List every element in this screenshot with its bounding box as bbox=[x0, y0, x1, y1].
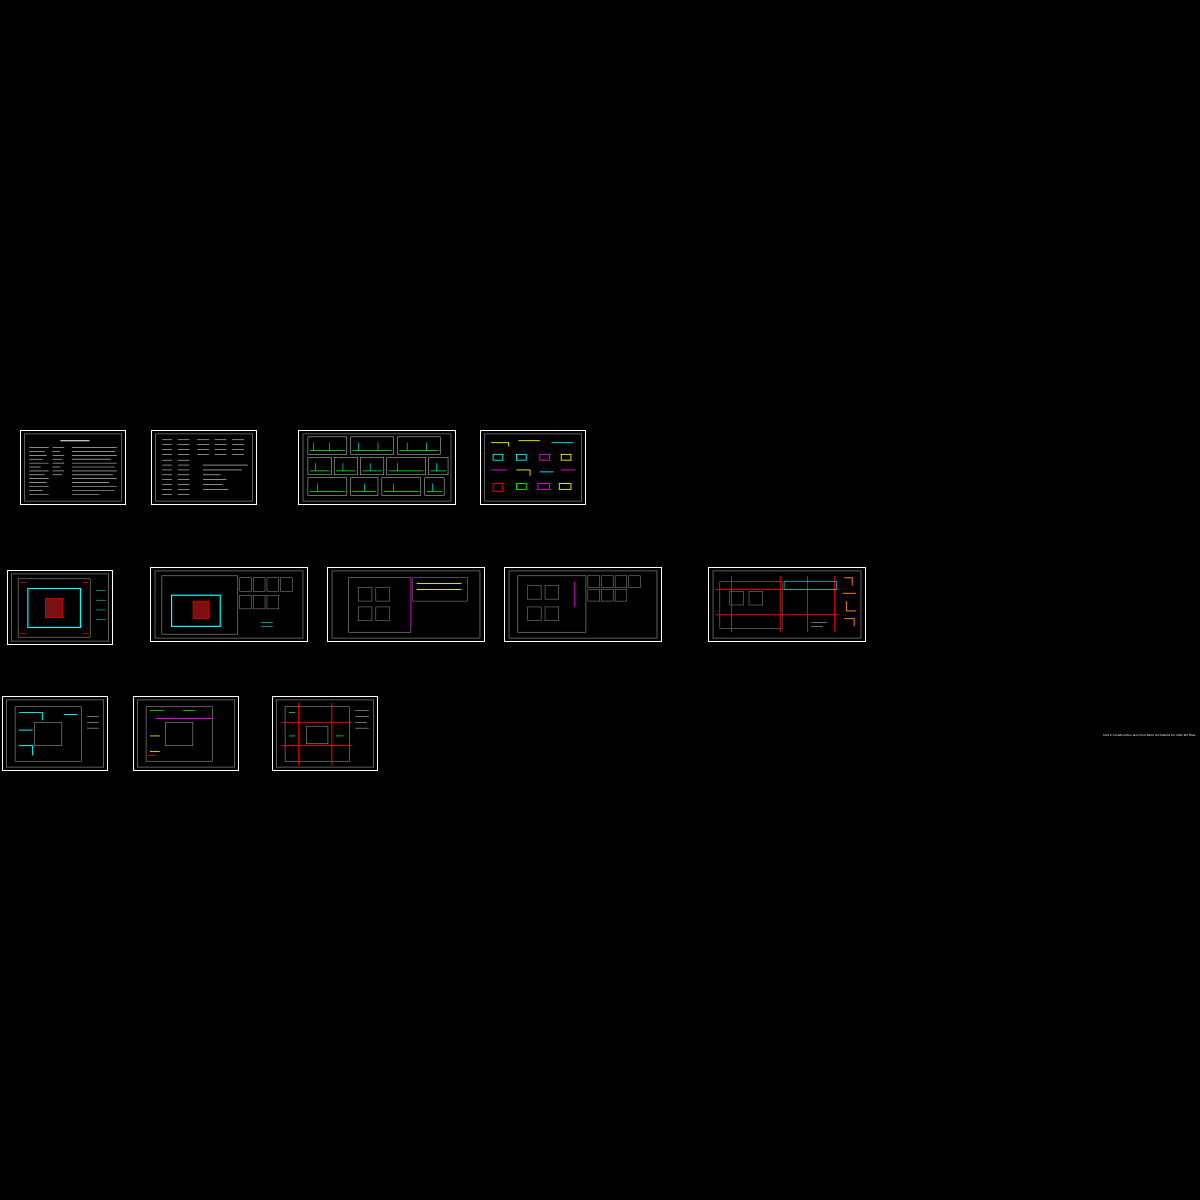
sheet-plan-b-drawing bbox=[154, 570, 304, 639]
sheet-plan-c-drawing bbox=[331, 570, 481, 639]
sheet-plan-b bbox=[150, 567, 308, 642]
footer-url-text: Cad 2 Construction and Civil Work Archit… bbox=[1103, 733, 1196, 737]
sheet-plan-f-drawing bbox=[6, 699, 104, 768]
sheet-plan-c bbox=[327, 567, 485, 642]
sheet-plan-a-drawing bbox=[11, 573, 109, 642]
sheet-elevation-details bbox=[298, 430, 456, 505]
sheet-plan-e bbox=[708, 567, 866, 642]
sheet-elevation-details-drawing bbox=[302, 433, 452, 502]
sheet-plan-f bbox=[2, 696, 108, 771]
sheet-plan-g bbox=[133, 696, 239, 771]
sheet-plan-d-drawing bbox=[508, 570, 658, 639]
sheet-plan-g-drawing bbox=[137, 699, 235, 768]
sheet-plan-d bbox=[504, 567, 662, 642]
sheet-plan-h bbox=[272, 696, 378, 771]
sheet-construction-details bbox=[480, 430, 586, 505]
sheet-plan-a bbox=[7, 570, 113, 645]
sheet-construction-details-drawing bbox=[484, 433, 582, 502]
sheet-plan-e-drawing bbox=[712, 570, 862, 639]
sheet-design-notes-drawing bbox=[24, 433, 122, 502]
sheet-design-notes bbox=[20, 430, 126, 505]
sheet-schedule-drawing bbox=[155, 433, 253, 502]
sheet-schedule bbox=[151, 430, 257, 505]
sheet-plan-h-drawing bbox=[276, 699, 374, 768]
